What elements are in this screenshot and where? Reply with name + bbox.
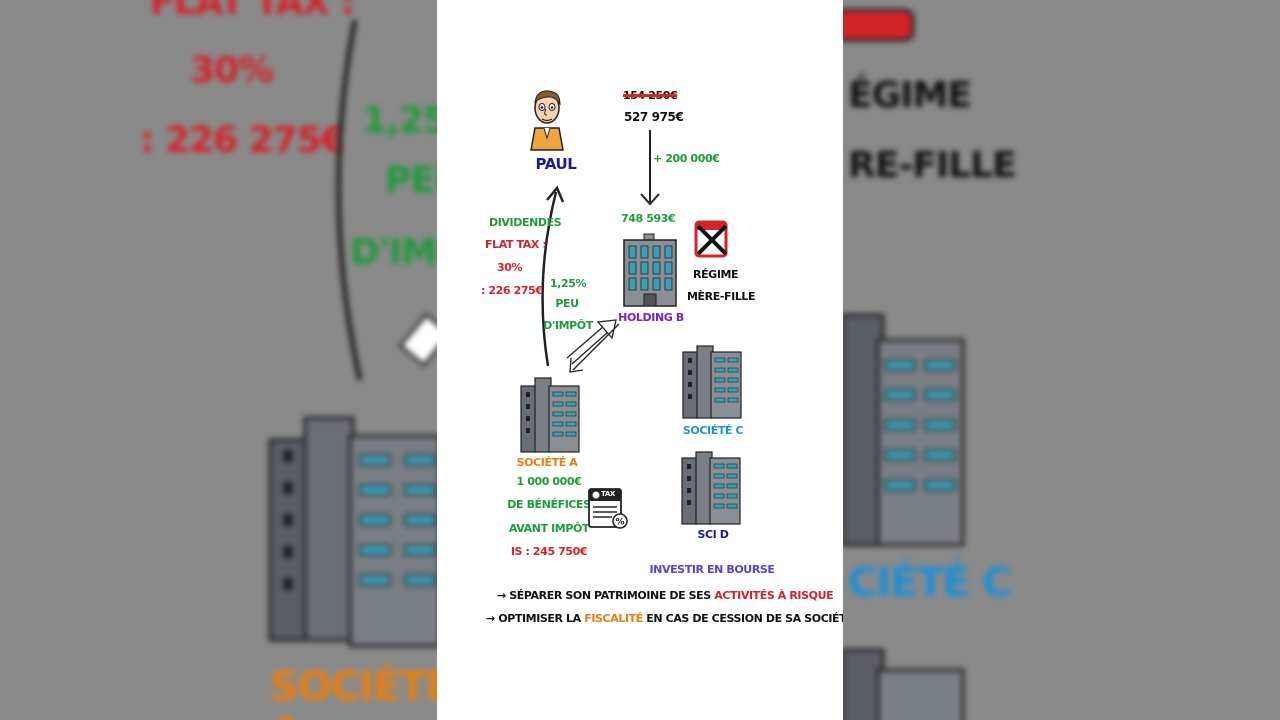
bullet-2-after: EN CAS DE CESSION DE SA SOCIÉTÉ: [646, 612, 843, 625]
person-name: PAUL: [535, 155, 577, 173]
bg-mere-fille: RE-FILLE: [848, 145, 1017, 186]
old-amount-crossed: 154 250€: [623, 89, 678, 102]
company-a-is-tax: IS : 245 750€: [510, 545, 588, 558]
company-c-building-icon: [682, 345, 742, 419]
regime-line2: MÈRE-FILLE: [687, 290, 756, 303]
company-c-label: SOCIÉTÉ C: [682, 424, 744, 437]
bullet-2-highlight: FISCALITÉ: [584, 612, 643, 625]
holding-building-icon: [623, 233, 677, 307]
holding-to-a-arrow: [569, 323, 620, 373]
bullet-2-arrow: →: [486, 612, 495, 625]
transfer-down-arrow: [640, 130, 660, 206]
bg-flat-tax: FLAT TAX :: [150, 0, 355, 23]
investment-label: INVESTIR EN BOURSE: [649, 563, 775, 576]
dividends-up-arrow: [541, 185, 565, 367]
bullet-2: → OPTIMISER LA FISCALITÉ EN CAS DE CESSI…: [486, 612, 843, 625]
bullet-1-arrow: →: [497, 589, 506, 602]
bg-building-left: [268, 19, 437, 648]
regime-line1: RÉGIME: [693, 268, 739, 281]
person-avatar-icon: [530, 90, 564, 151]
low-tax-line2: D'IMPÔT: [543, 319, 593, 332]
background-right-zoom: ÉGIME RE-FILLE CIÉTÉ C: [843, 0, 1280, 720]
crossed-tax-document-icon: [694, 220, 728, 258]
holding-total: 748 593€: [621, 212, 676, 225]
bg-rate: 30%: [190, 50, 274, 91]
low-tax-line1: PEU: [555, 297, 579, 310]
dividends-amount: : 226 275€: [481, 284, 543, 297]
dividends-flat-tax: FLAT TAX :: [485, 238, 547, 251]
bullet-2-text: OPTIMISER LA: [498, 612, 581, 625]
bullet-1-text: SÉPARER SON PATRIMOINE DE SES: [509, 589, 711, 602]
bg-low-rate: 1,25%: [362, 100, 437, 141]
low-tax-rate: 1,25%: [549, 277, 587, 290]
bg-impot: D'IMP: [350, 232, 437, 273]
diagram-panel: PAUL 154 250€ 527 975€ + 200 000€ 748 59…: [437, 0, 843, 720]
bg-building-right: [843, 8, 965, 720]
dividends-rate: 30%: [497, 261, 523, 274]
company-a-profit: 1 000 000€: [516, 475, 582, 488]
bg-peu: PEU: [385, 160, 437, 201]
sci-d-label: SCI D: [697, 528, 729, 541]
company-a-label: SOCIÉTÉ A: [516, 456, 578, 469]
bg-regime: ÉGIME: [848, 75, 972, 116]
tax-document-label: TAX: [601, 490, 615, 498]
company-a-line2: DE BÉNÉFICES: [507, 498, 591, 511]
tax-document-icon: % TAX: [588, 488, 628, 530]
new-amount: 527 975€: [624, 110, 684, 124]
bullet-1: → SÉPARER SON PATRIMOINE DE SES ACTIVITÉ…: [497, 589, 834, 602]
holding-label: HOLDING B: [618, 311, 684, 324]
svg-text:%: %: [615, 518, 624, 528]
company-a-line3: AVANT IMPÔT: [508, 522, 590, 535]
bullet-1-highlight: ACTIVITÉS À RISQUE: [714, 589, 834, 602]
bg-amount: : 226 275€: [140, 120, 346, 161]
background-left-zoom: FLAT TAX : 30% : 226 275€ 1,25% PEU D'IM…: [0, 0, 437, 720]
dividends-label: DIVIDENDES: [489, 216, 562, 229]
company-a-building-icon: [520, 377, 580, 453]
transfer-amount: + 200 000€: [653, 152, 720, 165]
sci-d-building-icon: [681, 451, 741, 525]
bg-societe-c: CIÉTÉ C: [848, 560, 1011, 606]
bg-societe-a: SOCIÉTÉ A: [270, 664, 437, 720]
